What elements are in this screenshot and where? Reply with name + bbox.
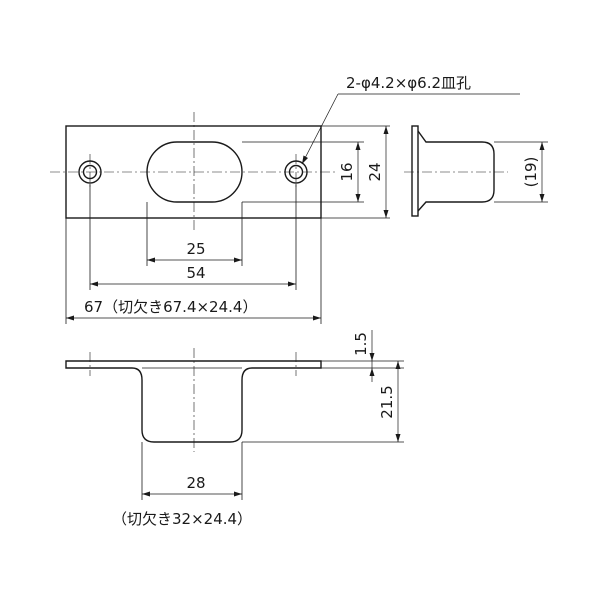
side-box-outline — [417, 130, 495, 212]
dimension-total-depth-label: 21.5 — [378, 385, 396, 418]
dimension-plate-width-label: 67（切欠き67.4×24.4） — [84, 298, 257, 316]
front-view — [50, 112, 336, 232]
dimension-hole-pitch-label: 54 — [186, 264, 205, 282]
dimension-side-depth: (19) — [522, 142, 545, 202]
dimension-oval-height-label: 16 — [338, 162, 356, 181]
dimension-oval-width-label: 25 — [186, 240, 205, 258]
dimension-flange-thickness: 1.5 — [352, 330, 375, 382]
dimension-total-depth: 21.5 — [378, 361, 401, 442]
side-view — [404, 125, 548, 217]
dimension-box-width: 28 — [142, 474, 242, 497]
dimension-plate-width: 67（切欠き67.4×24.4） — [66, 298, 321, 321]
hole-callout: 2-φ4.2×φ6.2皿孔 — [301, 74, 520, 165]
right-extension-lines — [242, 125, 390, 219]
dimension-plate-height-label: 24 — [366, 162, 384, 181]
bottom-view — [65, 348, 404, 500]
left-countersunk-hole — [78, 154, 102, 190]
dimension-plate-height: 24 — [366, 126, 389, 218]
oval-opening — [146, 141, 243, 203]
dimension-flange-thickness-label: 1.5 — [352, 332, 370, 356]
dimension-hole-pitch: 54 — [90, 264, 296, 287]
hole-callout-label: 2-φ4.2×φ6.2皿孔 — [346, 74, 471, 92]
dimension-oval-height: 16 — [338, 142, 361, 202]
box-cutout-note: （切欠き32×24.4） — [112, 510, 252, 528]
right-countersunk-hole — [284, 154, 308, 190]
dimension-oval-width: 25 — [147, 240, 242, 263]
side-flange — [411, 125, 419, 217]
dimension-side-depth-label: (19) — [522, 157, 540, 188]
bottom-flange-outline — [65, 360, 322, 443]
dimension-box-width-label: 28 — [186, 474, 205, 492]
